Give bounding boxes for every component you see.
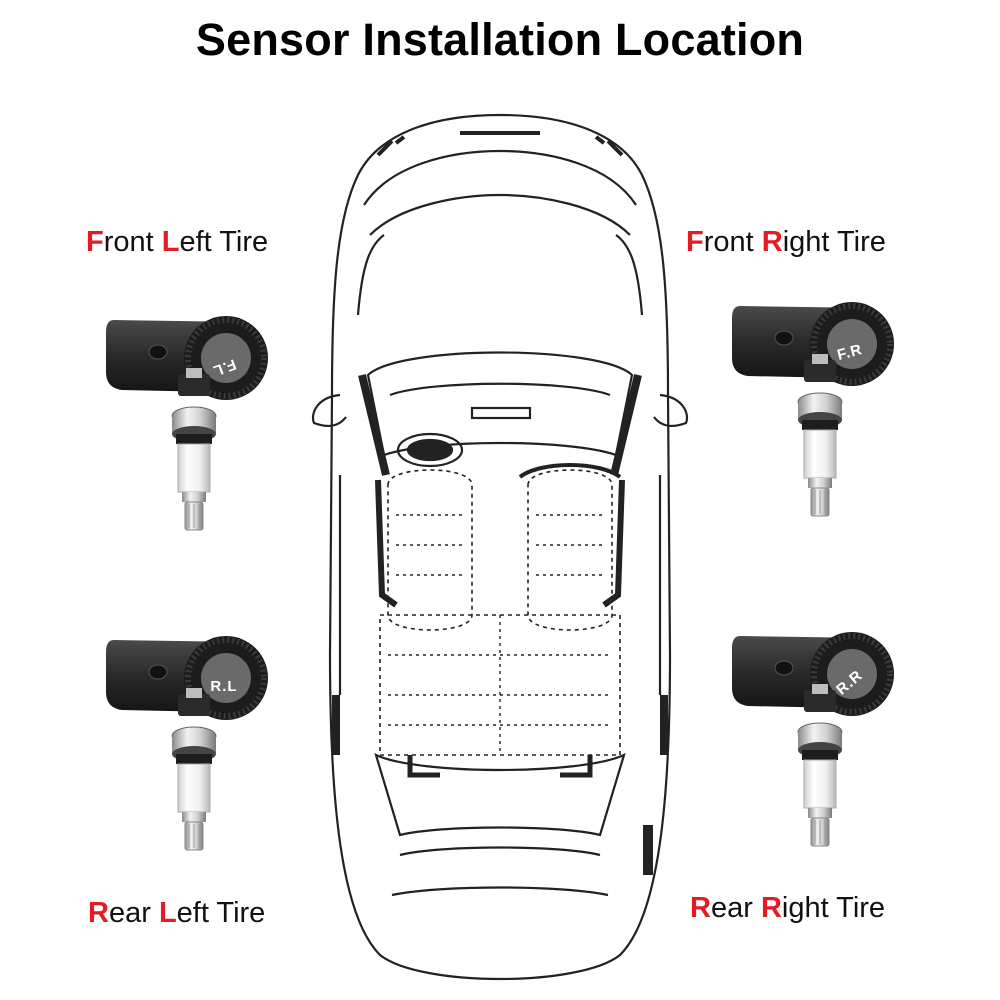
car-top-view — [300, 95, 700, 995]
tpms-sensor-icon — [722, 628, 922, 858]
label-initial: L — [161, 226, 180, 258]
label-text: ight Tire — [781, 892, 886, 924]
front-left-tire-label: Front Left Tire — [86, 226, 268, 259]
label-text: eft Tire — [179, 226, 269, 258]
label-text: eft Tire — [176, 897, 266, 929]
front-right-sensor: F.R — [722, 298, 922, 528]
rear-left-tire-label: Rear Left Tire — [88, 897, 265, 930]
rear-right-tire-label: Rear Right Tire — [690, 892, 885, 925]
rear-right-sensor: R.R — [722, 628, 922, 858]
label-initial: F — [686, 226, 704, 258]
page-title: Sensor Installation Location — [195, 14, 805, 65]
label-text: ight Tire — [782, 226, 886, 258]
label-text: ront — [103, 226, 162, 258]
tpms-sensor-icon — [96, 312, 296, 542]
label-initial: R — [690, 892, 711, 924]
tpms-sensor-icon — [96, 632, 296, 862]
rear-left-sensor: R.L — [96, 632, 296, 862]
sensor-tag: R.L — [210, 678, 238, 695]
tpms-sensor-icon — [722, 298, 922, 528]
label-initial: F — [86, 226, 104, 258]
front-right-tire-label: Front Right Tire — [686, 226, 886, 259]
label-initial: R — [760, 892, 782, 924]
car-body-outline — [328, 113, 672, 981]
label-initial: R — [88, 897, 109, 929]
label-text: ear — [108, 897, 159, 929]
label-initial: R — [761, 226, 783, 258]
label-initial: L — [158, 897, 177, 929]
front-left-sensor: F.L — [96, 312, 296, 542]
label-text: ront — [703, 226, 762, 258]
car-top-view-outline — [311, 113, 689, 981]
label-text: ear — [710, 892, 761, 924]
